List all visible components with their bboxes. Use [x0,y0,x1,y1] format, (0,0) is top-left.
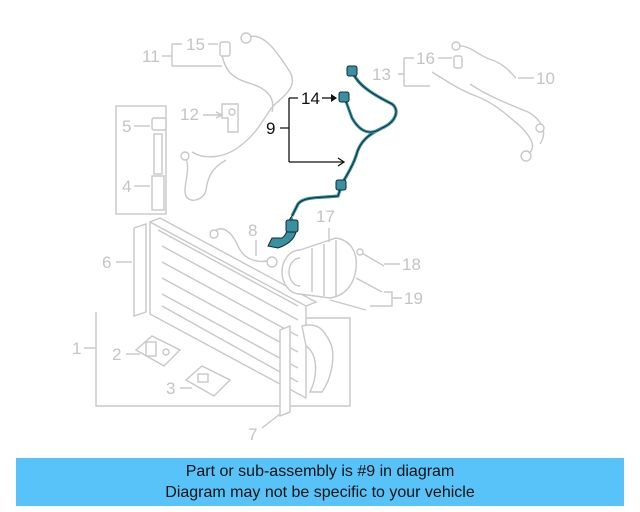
callout-9: 9 [266,119,275,138]
dryer-element-4 [151,133,165,211]
hose-assembly-10 [431,41,545,162]
callout-17: 17 [316,207,335,226]
callout-6: 6 [102,253,111,272]
callout-2: 2 [112,345,121,364]
bolt-18 [356,248,385,267]
callout-1: 1 [72,339,81,358]
bracket-12 [221,103,239,133]
side-panel-6 [133,223,147,317]
hose-part-9-highlighted[interactable] [267,65,398,249]
callout-13: 13 [372,65,391,84]
callout-19: 19 [404,289,423,308]
bolts-19 [329,277,383,311]
condenser [149,217,318,418]
hose-8 [209,228,278,268]
callout-16: 16 [416,49,435,68]
info-banner: Part or sub-assembly is #9 in diagram Di… [16,458,624,506]
dryer-cap-5 [151,117,167,131]
callout-12: 12 [180,105,199,124]
callout-14: 14 [301,89,320,108]
callout-15: 15 [186,35,205,54]
callout-3: 3 [166,379,175,398]
callout-7: 7 [248,425,257,444]
banner-line-part: Part or sub-assembly is #9 in diagram [185,463,455,480]
compressor-17 [281,237,357,299]
banner-line-disclaimer: Diagram may not be specific to your vehi… [165,484,475,501]
callout-5: 5 [122,117,131,136]
callout-18: 18 [402,255,421,274]
parts-diagram: 11 15 12 5 4 1 6 7 [72,32,555,444]
callout-4: 4 [122,177,131,196]
callout-8: 8 [248,221,257,240]
callout-11: 11 [142,47,160,66]
hose-assembly-11 [191,32,293,158]
callout-10: 10 [536,69,555,88]
